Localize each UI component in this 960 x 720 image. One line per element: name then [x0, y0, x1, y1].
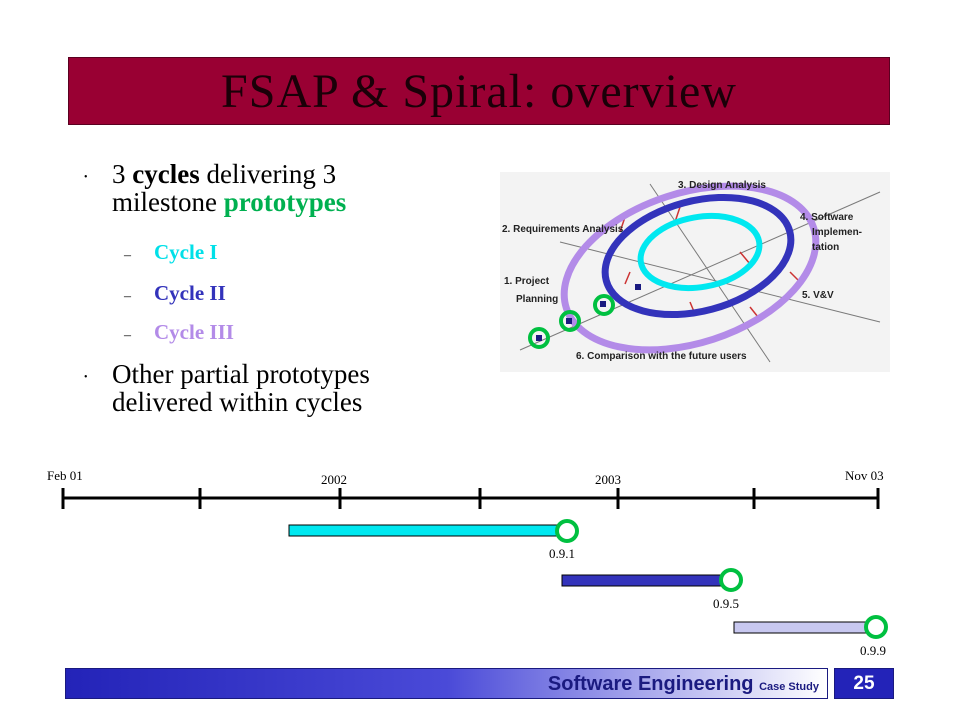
bullet-number: 3 [112, 159, 126, 189]
release-bar-1 [288, 524, 568, 537]
sub-item-cycle-2: –Cycle II [124, 281, 226, 309]
timeline-2002-label: 2002 [321, 472, 347, 487]
release-version-1: 0.9.1 [549, 546, 575, 561]
bullet-cycles-word: cycles [132, 159, 200, 189]
label-implementation: Implemen- [812, 227, 862, 238]
milestone-icon [719, 568, 743, 592]
release-timeline: Feb 01 2002 2003 Nov 03 0.9.1 0.9.5 0.9.… [0, 460, 960, 670]
cycle-1-loop [637, 212, 763, 292]
dash-icon: – [124, 289, 131, 304]
label-project: 1. Project [504, 276, 550, 287]
release-bar-3 [733, 621, 877, 634]
label-design-analysis: 3. Design Analysis [678, 180, 766, 191]
spiral-model-diagram: 3. Design Analysis 2. Requirements Analy… [500, 172, 890, 372]
dash-icon: – [124, 328, 131, 343]
timeline-start-label: Feb 01 [47, 468, 83, 483]
milestone-icon [864, 615, 888, 639]
milestone-icon [555, 519, 579, 543]
spiral-milestone-icon [593, 294, 615, 316]
footer-bar: Software Engineering Case Study [65, 668, 828, 699]
release-version-2: 0.9.5 [713, 596, 739, 611]
cycle-3-loop [560, 182, 820, 354]
footer-subtitle: Case Study [759, 681, 819, 693]
timeline-graphic [61, 488, 888, 639]
timeline-ticks [61, 488, 880, 509]
bullet-dot-icon: • [84, 372, 88, 383]
timeline-end-label: Nov 03 [845, 468, 884, 483]
label-software: 4. Software [800, 212, 854, 223]
cycle-2-loop [601, 193, 795, 319]
label-planning: Planning [516, 294, 558, 305]
spiral-milestone-icon [559, 310, 581, 332]
spiral-points [536, 284, 641, 341]
dash-icon: – [124, 248, 131, 263]
label-requirements: 2. Requirements Analysis [502, 224, 624, 235]
bullet-delivering: delivering 3 [206, 159, 337, 189]
footer-course: Software Engineering Case Study [547, 673, 819, 695]
spiral-background [500, 172, 890, 372]
spiral-milestone-icon [528, 327, 550, 349]
title-bar: FSAP & Spiral: overview [68, 57, 890, 125]
label-tation: tation [812, 242, 839, 253]
bullet-prototypes: prototypes [223, 187, 347, 217]
spiral-milestones [528, 294, 615, 349]
bullet-milestone: milestone [112, 187, 217, 217]
label-comparison: 6. Comparison with the future users [576, 351, 747, 362]
sub-item-cycle-3: –Cycle III [124, 320, 234, 348]
label-vv: 5. V&V [802, 290, 834, 301]
slide-title: FSAP & Spiral: overview [221, 64, 737, 118]
timeline-2003-label: 2003 [595, 472, 621, 487]
sub-item-cycle-1: –Cycle I [124, 240, 218, 268]
bullet-dot-icon: • [84, 172, 88, 183]
release-bar-2 [561, 574, 732, 587]
release-version-3: 0.9.9 [860, 643, 886, 658]
page-number: 25 [834, 668, 894, 699]
